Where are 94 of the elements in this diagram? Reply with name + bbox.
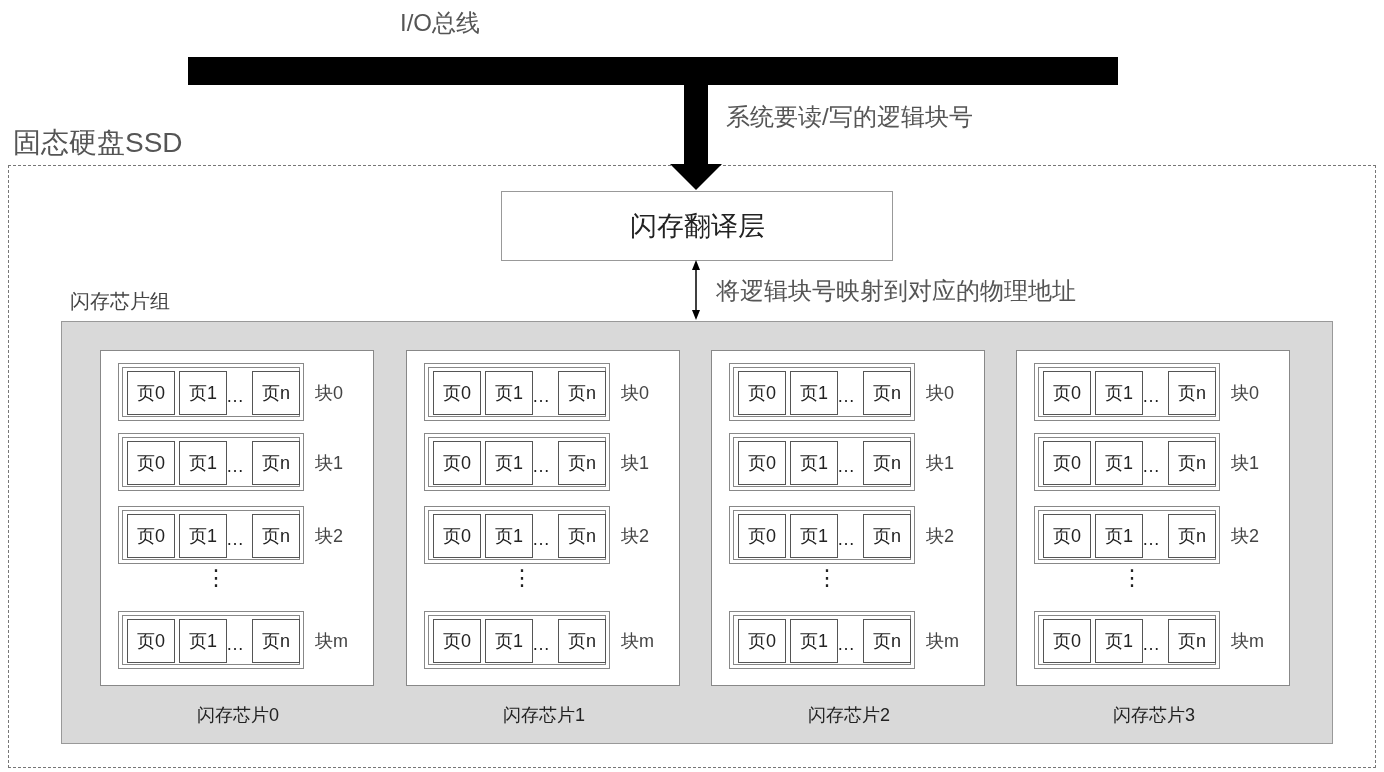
page-box: 页0	[433, 619, 481, 663]
frame-title: 固态硬盘SSD	[13, 126, 183, 160]
ellipsis: …	[532, 634, 550, 655]
ellipsis: …	[226, 634, 244, 655]
arrow	[692, 260, 700, 320]
arrow	[670, 85, 722, 190]
page-box: 页0	[1043, 619, 1091, 663]
group-label: 闪存芯片组	[70, 289, 170, 314]
page-box: 页n	[1168, 619, 1216, 663]
ellipsis: …	[837, 456, 855, 477]
page-box: 页0	[738, 514, 786, 558]
ellipsis: …	[226, 386, 244, 407]
page-box: 页1	[790, 514, 838, 558]
page-box: 页0	[127, 619, 175, 663]
block-label: 块0	[1231, 382, 1259, 405]
page-box: 页n	[558, 514, 606, 558]
page-box: 页0	[1043, 441, 1091, 485]
ellipsis: …	[1142, 456, 1160, 477]
chip-label: 闪存芯片3	[1112, 704, 1196, 727]
page-box: 页n	[252, 371, 300, 415]
page-box: 页n	[558, 619, 606, 663]
page-box: 页0	[127, 441, 175, 485]
bus-label: I/O总线	[400, 8, 480, 38]
ellipsis: …	[1142, 529, 1160, 550]
page-box: 页1	[1095, 514, 1143, 558]
ellipsis: …	[837, 529, 855, 550]
page-box: 页0	[127, 371, 175, 415]
page-box: 页n	[1168, 371, 1216, 415]
page-box: 页0	[433, 371, 481, 415]
page-box: 页1	[790, 371, 838, 415]
page-box: 页n	[863, 514, 911, 558]
block-label: 块1	[621, 452, 649, 475]
vertical-dots: ⋮	[1121, 565, 1143, 591]
process-box: 闪存翻译层	[501, 191, 893, 261]
page-box: 页n	[863, 619, 911, 663]
ellipsis: …	[837, 634, 855, 655]
block-label: 块2	[926, 525, 954, 548]
page-box: 页0	[127, 514, 175, 558]
page-box: 页1	[1095, 371, 1143, 415]
page-box: 页0	[738, 619, 786, 663]
ellipsis: …	[532, 529, 550, 550]
page-box: 页0	[1043, 514, 1091, 558]
page-box: 页0	[738, 371, 786, 415]
page-box: 页n	[558, 441, 606, 485]
page-box: 页0	[738, 441, 786, 485]
page-box: 页n	[252, 514, 300, 558]
page-box: 页n	[252, 619, 300, 663]
block-label: 块0	[621, 382, 649, 405]
page-box: 页1	[179, 441, 227, 485]
vertical-dots: ⋮	[816, 565, 838, 591]
page-box: 页1	[179, 371, 227, 415]
block-label: 块m	[315, 630, 348, 653]
block-label: 块1	[926, 452, 954, 475]
page-box: 页n	[1168, 441, 1216, 485]
page-box: 页0	[1043, 371, 1091, 415]
chip-label: 闪存芯片1	[502, 704, 586, 727]
block-label: 块2	[1231, 525, 1259, 548]
page-box: 页1	[179, 619, 227, 663]
page-box: 页n	[863, 371, 911, 415]
page-box: 页1	[485, 441, 533, 485]
block-label: 块1	[1231, 452, 1259, 475]
block-label: 块0	[315, 382, 343, 405]
vertical-dots: ⋮	[205, 565, 227, 591]
vertical-dots: ⋮	[511, 565, 533, 591]
block-label: 块2	[621, 525, 649, 548]
page-box: 页1	[485, 514, 533, 558]
block-label: 块m	[1231, 630, 1264, 653]
page-box: 页1	[485, 371, 533, 415]
block-label: 块1	[315, 452, 343, 475]
page-box: 页1	[1095, 619, 1143, 663]
ellipsis: …	[532, 386, 550, 407]
ellipsis: …	[1142, 386, 1160, 407]
ellipsis: …	[1142, 634, 1160, 655]
chip-label: 闪存芯片0	[196, 704, 280, 727]
page-box: 页0	[433, 514, 481, 558]
page-box: 页0	[433, 441, 481, 485]
chip-label: 闪存芯片2	[807, 704, 891, 727]
block-label: 块2	[315, 525, 343, 548]
block-label: 块0	[926, 382, 954, 405]
page-box: 页n	[558, 371, 606, 415]
page-box: 页1	[790, 619, 838, 663]
ellipsis: …	[226, 529, 244, 550]
block-label: 块m	[926, 630, 959, 653]
page-box: 页n	[863, 441, 911, 485]
page-box: 页1	[790, 441, 838, 485]
ellipsis: …	[532, 456, 550, 477]
page-box: 页n	[1168, 514, 1216, 558]
ellipsis: …	[837, 386, 855, 407]
page-box: 页1	[1095, 441, 1143, 485]
page-box: 页1	[485, 619, 533, 663]
page-box: 页n	[252, 441, 300, 485]
ellipsis: …	[226, 456, 244, 477]
page-box: 页1	[179, 514, 227, 558]
block-label: 块m	[621, 630, 654, 653]
